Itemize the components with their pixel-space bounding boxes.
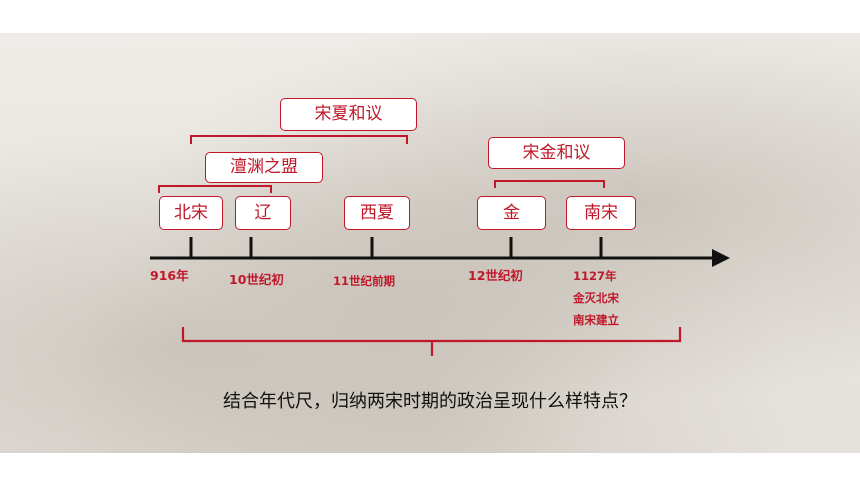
label-12c: 12世纪初 (468, 268, 523, 283)
box-chanyuan-treaty: 澶渊之盟 (205, 152, 323, 183)
box-song-xia-peace: 宋夏和议 (280, 98, 417, 131)
timeline-arrowhead (712, 249, 730, 267)
box-northern-song: 北宋 (159, 196, 223, 230)
slide-background (0, 33, 860, 453)
question-text: 结合年代尺，归纳两宋时期的政治呈现什么样特点？ (223, 391, 637, 412)
label-11c: 11世纪前期 (333, 274, 396, 288)
bracket-song-xia (190, 135, 408, 144)
box-western-xia: 西夏 (344, 196, 410, 230)
label-1127-year: 1127年 (573, 269, 617, 283)
label-1127-jin-destroys: 金灭北宋 (573, 291, 619, 305)
label-10c: 10世纪初 (229, 272, 284, 287)
bracket-overall (181, 327, 682, 343)
box-liao: 辽 (235, 196, 291, 230)
label-916: 916年 (150, 268, 189, 283)
box-song-jin-peace: 宋金和议 (488, 137, 625, 169)
box-southern-song: 南宋 (566, 196, 636, 230)
bracket-chanyuan (158, 185, 272, 193)
box-jin: 金 (477, 196, 546, 230)
bracket-song-jin (494, 180, 605, 188)
label-1127-southern-song-founded: 南宋建立 (573, 313, 619, 327)
